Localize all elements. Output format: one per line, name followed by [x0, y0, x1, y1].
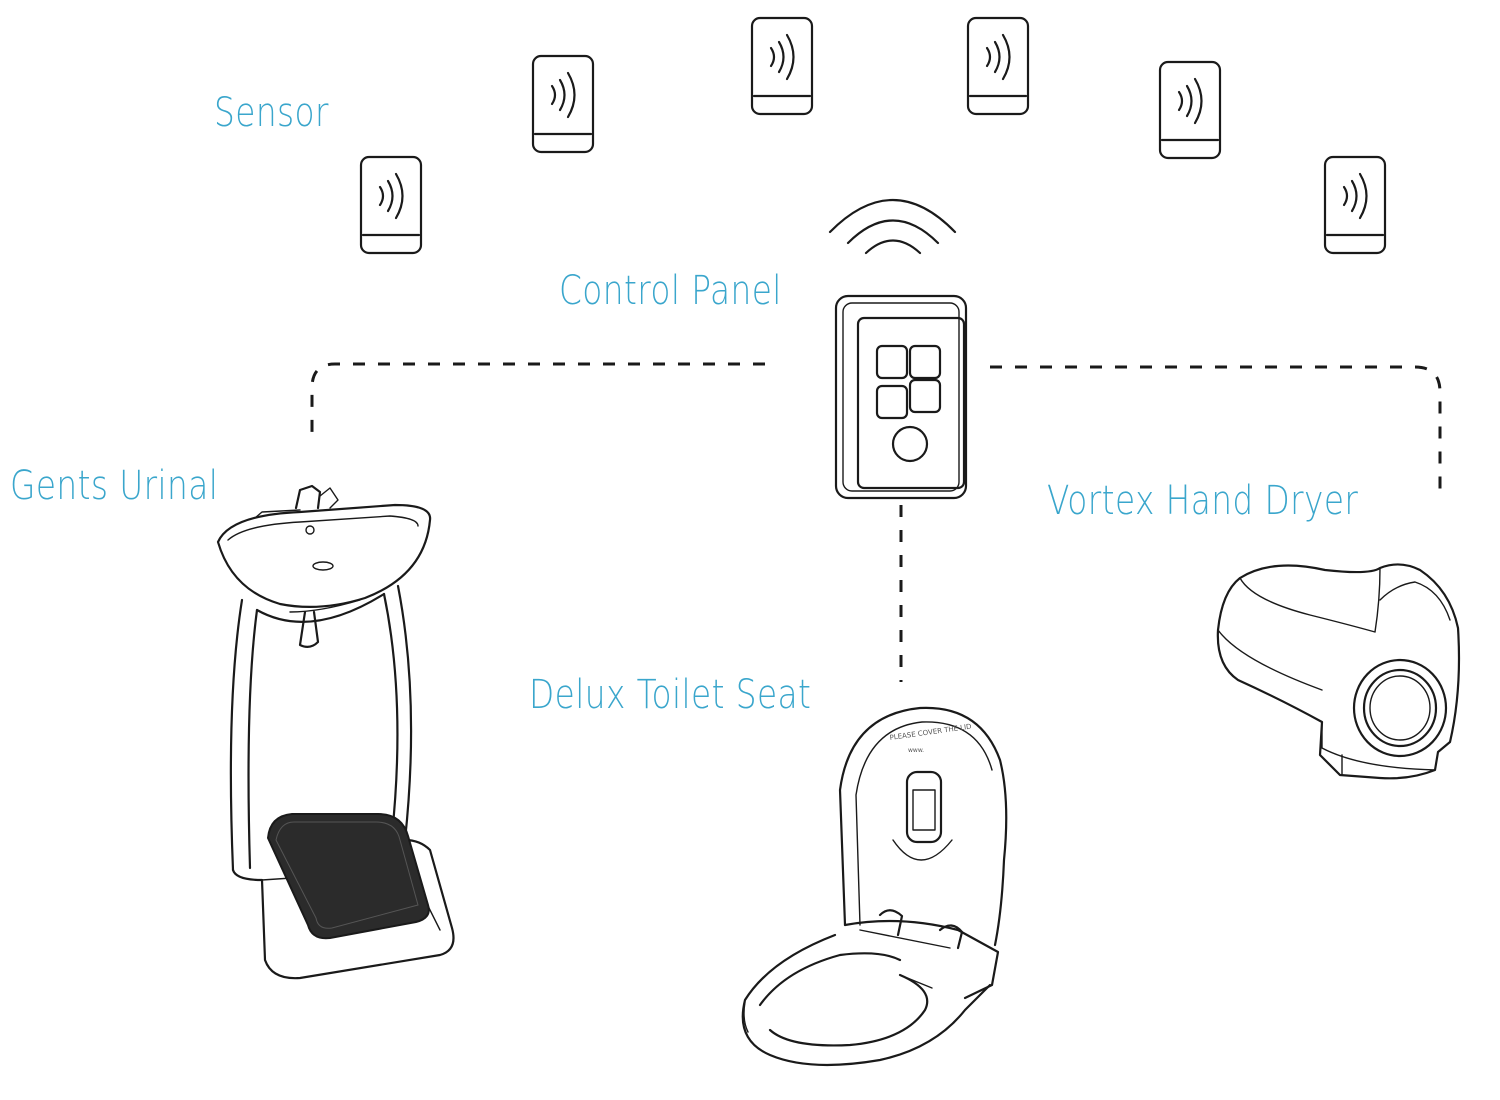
- label-sensor: Sensor: [214, 90, 329, 136]
- label-vortex-hand-dryer: Vortex Hand Dryer: [1047, 478, 1359, 524]
- sensor-icon: [966, 16, 1030, 116]
- sensor-icon: [531, 54, 595, 154]
- sensor-icon: [1323, 155, 1387, 255]
- sensor-icon: [359, 155, 423, 255]
- connection-lines: [310, 362, 1442, 682]
- label-delux-toilet-seat: Delux Toilet Seat: [529, 672, 812, 718]
- urinal-icon: [216, 484, 455, 980]
- label-control-panel: Control Panel: [559, 268, 782, 314]
- wifi-signal-icon: [828, 199, 957, 255]
- svg-text:www.: www.: [908, 747, 924, 754]
- sensor-icon: [750, 16, 814, 116]
- control-panel-icon: [834, 294, 968, 500]
- svg-text:PLEASE COVER THE LID: PLEASE COVER THE LID: [889, 723, 972, 742]
- label-gents-urinal: Gents Urinal: [10, 463, 219, 509]
- hand-dryer-icon: [1216, 563, 1461, 780]
- toilet-seat-icon: PLEASE COVER THE LID www.: [741, 706, 1008, 1067]
- sensor-icon: [1158, 60, 1222, 160]
